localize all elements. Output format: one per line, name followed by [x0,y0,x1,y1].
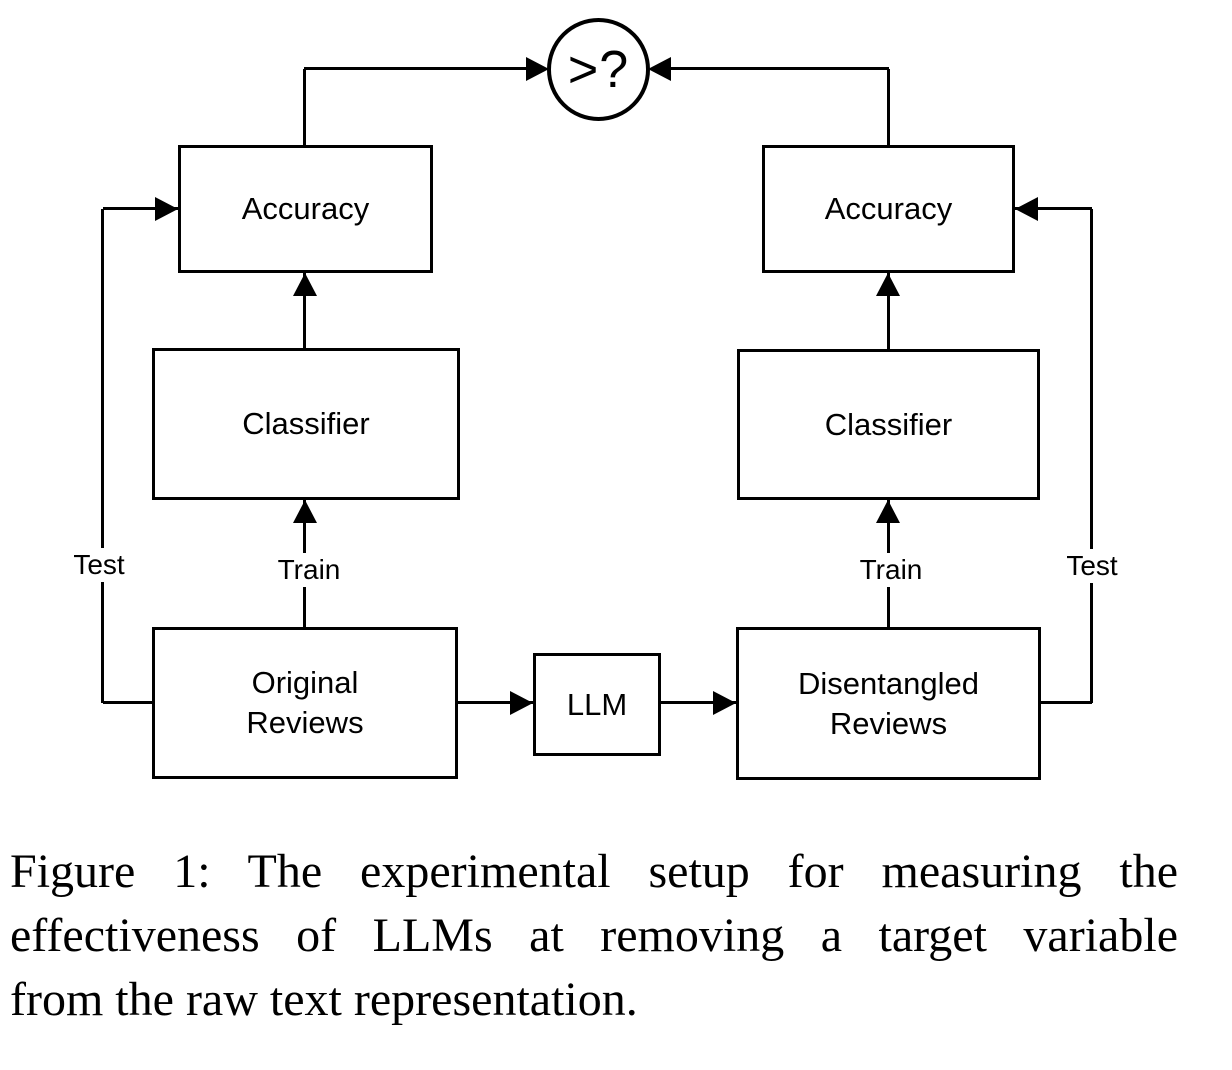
disentangled-reviews-label-line2: Reviews [829,705,948,741]
caption-line-3: from the raw text representation. [10,973,638,1026]
comparator-label: >? [567,40,630,99]
original-reviews-label-line2: Reviews [246,705,364,740]
arrowhead-into-classifier-left-bottom [293,500,317,523]
arrowhead-into-comparator-right [648,57,671,81]
edge-test-right-top [1015,207,1092,210]
caption-line-1: Figure 1: The experimental setup for mea… [10,845,1178,898]
train-label-right: Train [854,553,928,587]
accuracy-box-right: Accuracy [762,145,1015,273]
edge-classifier-left-to-accuracy [303,273,306,348]
edge-test-left-vertical [101,209,104,703]
figure-caption: Figure 1: The experimental setup for mea… [10,840,1178,1032]
edge-original-to-llm [458,701,533,704]
accuracy-right-label: Accuracy [824,191,953,226]
original-reviews-label-line1: Original [251,665,359,700]
arrowhead-into-accuracy-right-side [1015,197,1038,221]
classifier-box-right: Classifier [737,349,1040,500]
caption-line-2: effectiveness of LLMs at removing a targ… [10,909,1178,962]
edge-accuracy-right-to-comparator [670,67,889,70]
arrowhead-into-accuracy-right-bottom [876,273,900,296]
arrowhead-into-disentangled [713,691,736,715]
arrowhead-into-llm [510,691,533,715]
edge-accuracy-left-to-comparator [304,67,527,70]
test-label-right: Test [1061,549,1123,583]
arrowhead-into-accuracy-left-bottom [293,273,317,296]
disentangled-reviews-box: Disentangled Reviews [736,627,1041,780]
edge-test-right-vertical [1090,209,1093,703]
arrowhead-into-comparator-left [526,57,549,81]
edge-test-right-bottom [1041,701,1092,704]
edge-classifier-right-to-accuracy [887,273,890,349]
original-reviews-box: Original Reviews [152,627,458,779]
disentangled-reviews-label-line1: Disentangled [798,665,979,701]
train-label-left: Train [272,553,346,587]
classifier-left-label: Classifier [242,406,370,441]
edge-accuracy-right-up [887,69,890,145]
edge-llm-to-disentangled [661,701,736,704]
arrowhead-into-accuracy-left-side [155,197,178,221]
llm-label: LLM [566,686,628,722]
llm-box: LLM [533,653,661,756]
classifier-right-label: Classifier [824,406,953,442]
accuracy-box-left: Accuracy [178,145,433,273]
edge-test-left-bottom [103,701,153,704]
comparator-circle: >? [547,18,650,121]
edge-test-left-top [103,207,178,210]
test-label-left: Test [68,548,130,582]
arrowhead-into-classifier-right-bottom [876,500,900,523]
edge-accuracy-left-up [303,69,306,145]
accuracy-left-label: Accuracy [241,191,370,226]
classifier-box-left: Classifier [152,348,460,500]
